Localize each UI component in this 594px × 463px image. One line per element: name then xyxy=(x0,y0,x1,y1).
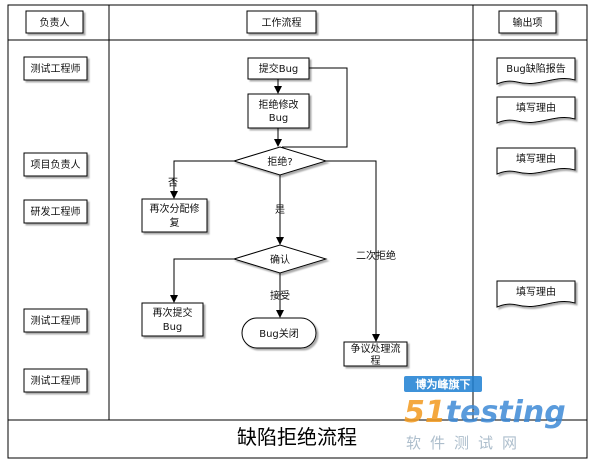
svg-text:复: 复 xyxy=(170,216,180,229)
header-owner-label: 负责人 xyxy=(40,16,70,29)
svg-text:Bug: Bug xyxy=(163,322,183,333)
svg-text:测试工程师: 测试工程师 xyxy=(31,314,81,327)
diagram-title: 缺陷拒绝流程 xyxy=(237,425,357,449)
decision-confirm: 确认 xyxy=(232,244,328,274)
header-output: 输出项 xyxy=(498,10,557,34)
svg-text:填写理由: 填写理由 xyxy=(516,152,556,165)
svg-text:Bug: Bug xyxy=(269,113,289,124)
svg-text:测试工程师: 测试工程师 xyxy=(31,374,81,387)
header-output-label: 输出项 xyxy=(513,16,543,29)
svg-text:项目负责人: 项目负责人 xyxy=(31,158,81,171)
svg-text:填写理由: 填写理由 xyxy=(516,285,556,298)
watermark-badge-text: 博为峰旗下 xyxy=(416,377,471,391)
node-bug-closed: Bug关闭 xyxy=(241,317,317,349)
arrow-decision-no xyxy=(170,160,234,199)
svg-text:Bug关闭: Bug关闭 xyxy=(259,327,299,340)
watermark-brand: 51testing xyxy=(404,395,566,430)
svg-text:提交Bug: 提交Bug xyxy=(259,62,299,75)
svg-text:确认: 确认 xyxy=(270,253,290,266)
arrow-second-reject xyxy=(326,160,380,342)
output-reason-1: 填写理由 xyxy=(496,96,576,124)
owner-test-engineer-3: 测试工程师 xyxy=(23,368,88,393)
owner-project-lead: 项目负责人 xyxy=(23,152,88,177)
node-resubmit-bug: 再次提交 Bug xyxy=(141,302,204,337)
owner-test-engineer-1: 测试工程师 xyxy=(23,56,88,81)
edge-label-yes: 是 xyxy=(275,204,285,216)
svg-text:拒绝修改: 拒绝修改 xyxy=(259,98,299,111)
watermark-badge xyxy=(404,376,482,392)
svg-text:程: 程 xyxy=(371,355,381,367)
svg-text:拒绝?: 拒绝? xyxy=(267,155,292,168)
node-reassign-fix: 再次分配修 复 xyxy=(141,198,208,233)
header-process-label: 工作流程 xyxy=(262,16,302,29)
output-reason-2: 填写理由 xyxy=(496,147,576,175)
arrow-confirm-to-resubmit xyxy=(170,258,234,303)
edge-label-second-reject: 二次拒绝 xyxy=(356,249,396,262)
svg-text:研发工程师: 研发工程师 xyxy=(31,205,81,218)
svg-text:再次提交: 再次提交 xyxy=(153,306,193,319)
node-submit-bug: 提交Bug xyxy=(247,57,310,80)
owner-dev-engineer: 研发工程师 xyxy=(23,199,88,224)
svg-text:测试工程师: 测试工程师 xyxy=(31,62,81,75)
svg-text:填写理由: 填写理由 xyxy=(516,101,556,114)
edge-label-no: 否 xyxy=(168,177,178,189)
output-reason-3: 填写理由 xyxy=(496,280,576,308)
diagram-frame xyxy=(7,4,588,459)
watermark-tagline: 软件测试网 xyxy=(406,434,526,452)
header-process: 工作流程 xyxy=(246,10,317,34)
node-dispute-process: 争议处理流 程 xyxy=(343,341,408,367)
edge-label-accept: 接受 xyxy=(270,289,290,302)
arrow-submit-loop xyxy=(282,67,348,148)
header-owner: 负责人 xyxy=(25,10,84,34)
output-bug-report: Bug缺陷报告 xyxy=(496,57,576,85)
svg-text:争议处理流: 争议处理流 xyxy=(351,342,401,355)
watermark-logo: 博为峰旗下 51testing 软件测试网 xyxy=(404,376,566,452)
svg-text:再次分配修: 再次分配修 xyxy=(150,202,200,215)
decision-rejected: 拒绝? xyxy=(232,146,328,176)
svg-text:Bug缺陷报告: Bug缺陷报告 xyxy=(506,62,566,75)
node-reject-fix: 拒绝修改 Bug xyxy=(247,93,310,129)
owner-test-engineer-2: 测试工程师 xyxy=(23,308,88,333)
